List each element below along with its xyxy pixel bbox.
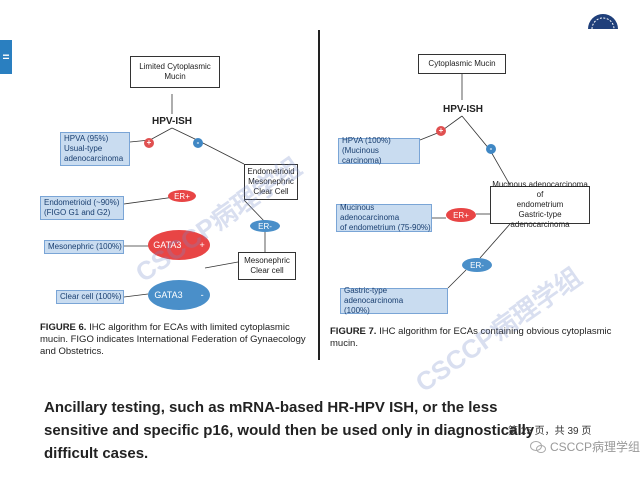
ancillary-testing-text: Ancillary testing, such as mRNA-based HR… bbox=[44, 399, 535, 462]
figure-7-label: FIGURE 7. bbox=[330, 326, 377, 337]
mucinous-endometrium-box: Mucinous adenocarcinoma of endometrium (… bbox=[336, 203, 432, 232]
figure-6-label: FIGURE 6. bbox=[40, 322, 87, 333]
wechat-icon bbox=[530, 440, 546, 453]
menu-tab[interactable]: = bbox=[0, 40, 12, 74]
hpv-ish-node-right: HPV-ISH bbox=[443, 104, 484, 115]
right-negative-marker: - bbox=[486, 144, 496, 154]
hpva-mucinous-box: HPVA (100%) (Mucinous carcinoma) bbox=[338, 136, 420, 165]
figure-6-caption: FIGURE 6. IHC algorithm for ECAs with li… bbox=[40, 322, 312, 358]
gata3-negative-oval: GATA3 - bbox=[148, 280, 210, 310]
gata3-negative-label: GATA3 bbox=[154, 290, 183, 300]
gata3-negative-sign: - bbox=[200, 290, 204, 300]
page-number: 第 25 页，共 39 页 bbox=[508, 426, 592, 437]
gata3-positive-oval: GATA3 + bbox=[148, 230, 210, 260]
endometrioid-mesonephric-clear-box: Endometrioid Mesonephric Clear Cell bbox=[244, 164, 298, 200]
figure-7-text: IHC algorithm for ECAs containing obviou… bbox=[330, 326, 612, 349]
endometrioid-box: Endometrioid (~90%) (FIGO G1 and G2) bbox=[40, 196, 124, 220]
right-positive-marker: + bbox=[436, 126, 446, 136]
hpv-ish-node-left: HPV-ISH bbox=[152, 116, 193, 127]
limited-cytoplasmic-mucin-box: Limited Cytoplasmic Mucin bbox=[130, 56, 220, 88]
clear-cell-box: Clear cell (100%) bbox=[56, 290, 124, 304]
university-logo-icon bbox=[588, 14, 618, 30]
gata3-positive-label: GATA3 bbox=[153, 240, 182, 250]
hpva-usual-type-box: HPVA (95%) Usual-type adenocarcinoma bbox=[60, 132, 130, 166]
left-negative-marker: - bbox=[193, 138, 203, 148]
cytoplasmic-mucin-box: Cytoplasmic Mucin bbox=[418, 54, 506, 74]
mesonephric-clear-cell-box: Mesonephric Clear cell bbox=[238, 252, 296, 280]
left-positive-marker: + bbox=[144, 138, 154, 148]
brand-footer: CSCCP病理学组 bbox=[530, 438, 640, 455]
brand-label: CSCCP病理学组 bbox=[550, 440, 640, 454]
panel-divider bbox=[318, 30, 320, 360]
mucinous-gastric-box: Mucinous adenocarcinoma of endometrium G… bbox=[490, 180, 590, 229]
mesonephric-box: Mesonephric (100%) bbox=[44, 240, 124, 254]
gastric-type-box: Gastric-type adenocarcinoma (100%) bbox=[340, 286, 448, 315]
figure-6-text: IHC algorithm for ECAs with limited cyto… bbox=[40, 322, 306, 357]
er-negative-oval-left: ER- bbox=[250, 220, 280, 232]
figure-7-caption: FIGURE 7. IHC algorithm for ECAs contain… bbox=[330, 326, 620, 350]
er-negative-oval-right: ER- bbox=[462, 258, 492, 272]
gata3-positive-sign: + bbox=[199, 240, 205, 250]
er-positive-oval-right: ER+ bbox=[446, 208, 476, 222]
er-positive-oval-left: ER+ bbox=[168, 190, 196, 202]
